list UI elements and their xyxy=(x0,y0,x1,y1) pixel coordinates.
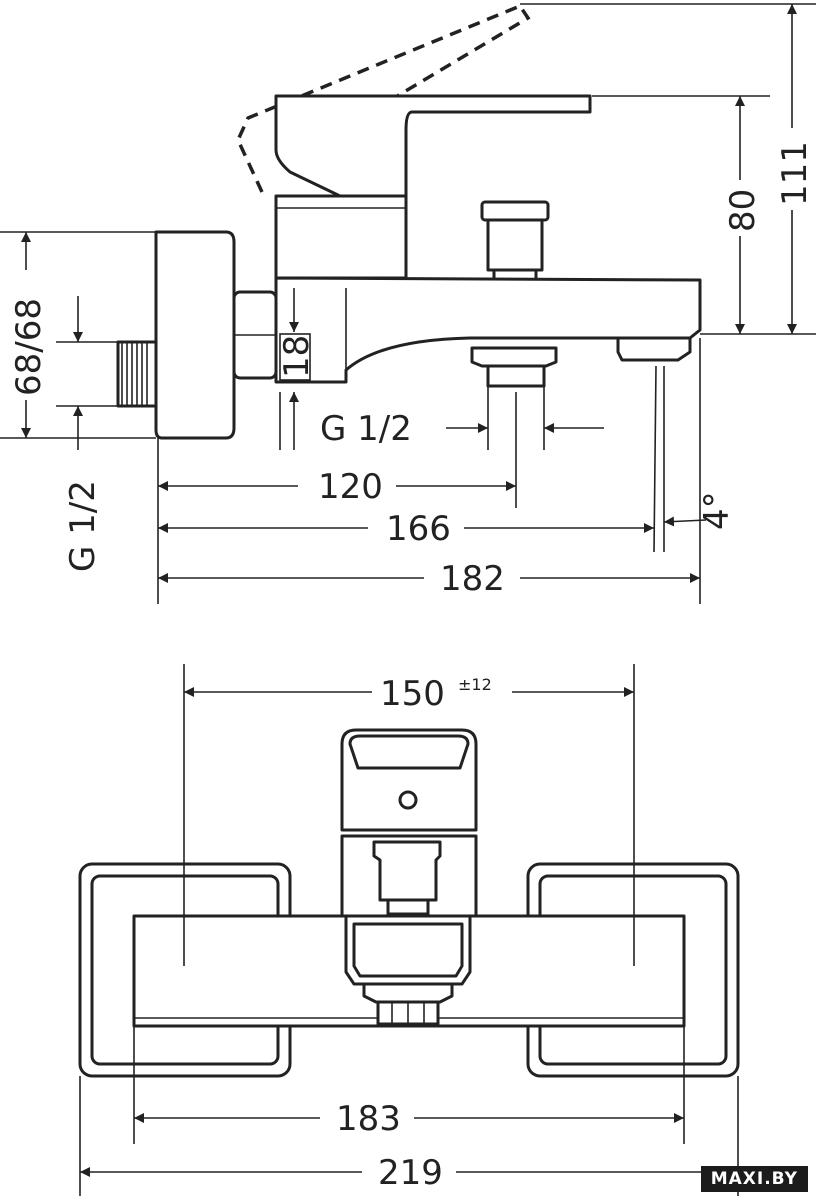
lever-open-dashed-outline xyxy=(236,3,531,193)
dim-182-label: 182 xyxy=(440,559,505,599)
watermark-logo: MAXI.BY xyxy=(700,1166,808,1192)
diverter-stem xyxy=(486,218,544,272)
spout-outlet-top xyxy=(362,982,454,1004)
centre-block-inner xyxy=(352,922,464,978)
angle-line-slanted xyxy=(653,365,657,553)
dim-inlet-thread-label: G 1/2 xyxy=(63,480,103,572)
lever-screw xyxy=(398,790,418,810)
dim-80-label: 80 xyxy=(723,189,763,232)
centre-block xyxy=(344,914,472,986)
spout-aerator-lines xyxy=(391,1002,425,1024)
dim-68-label: 68/68 xyxy=(9,298,49,396)
dim-spout-thread-label: G 1/2 xyxy=(320,409,412,449)
diverter-knob xyxy=(480,200,550,222)
diverter-stem-top xyxy=(372,840,442,902)
side-view: 111 80 68/68 G 1/2 18 G 1/2 120 166 4° xyxy=(0,3,816,604)
dim-219-label: 219 xyxy=(378,1153,443,1193)
spout-outlet xyxy=(616,336,692,362)
dim-183-label: 183 xyxy=(336,1099,401,1139)
dim-150-tolerance: ±12 xyxy=(458,675,492,694)
dim-angle-arrow xyxy=(663,516,707,527)
dim-120-label: 120 xyxy=(318,467,383,507)
shower-outlet-nut xyxy=(470,346,558,368)
dim-angle-label: 4° xyxy=(697,491,737,530)
dim-18-label: 18 xyxy=(277,335,317,378)
diverter-stem-neck xyxy=(386,898,430,916)
dim-150-label: 150 xyxy=(380,674,445,714)
shower-outlet-thread xyxy=(486,364,546,388)
dim-111-label: 111 xyxy=(775,141,815,206)
lever-handle xyxy=(274,94,592,198)
inlet-thread-lines xyxy=(121,342,148,406)
dim-166-label: 166 xyxy=(386,509,451,549)
wall-rosette xyxy=(154,230,236,440)
top-view: 150 ±12 183 219 xyxy=(78,664,740,1196)
lever-top xyxy=(340,728,478,832)
lever-top-face xyxy=(348,734,470,770)
